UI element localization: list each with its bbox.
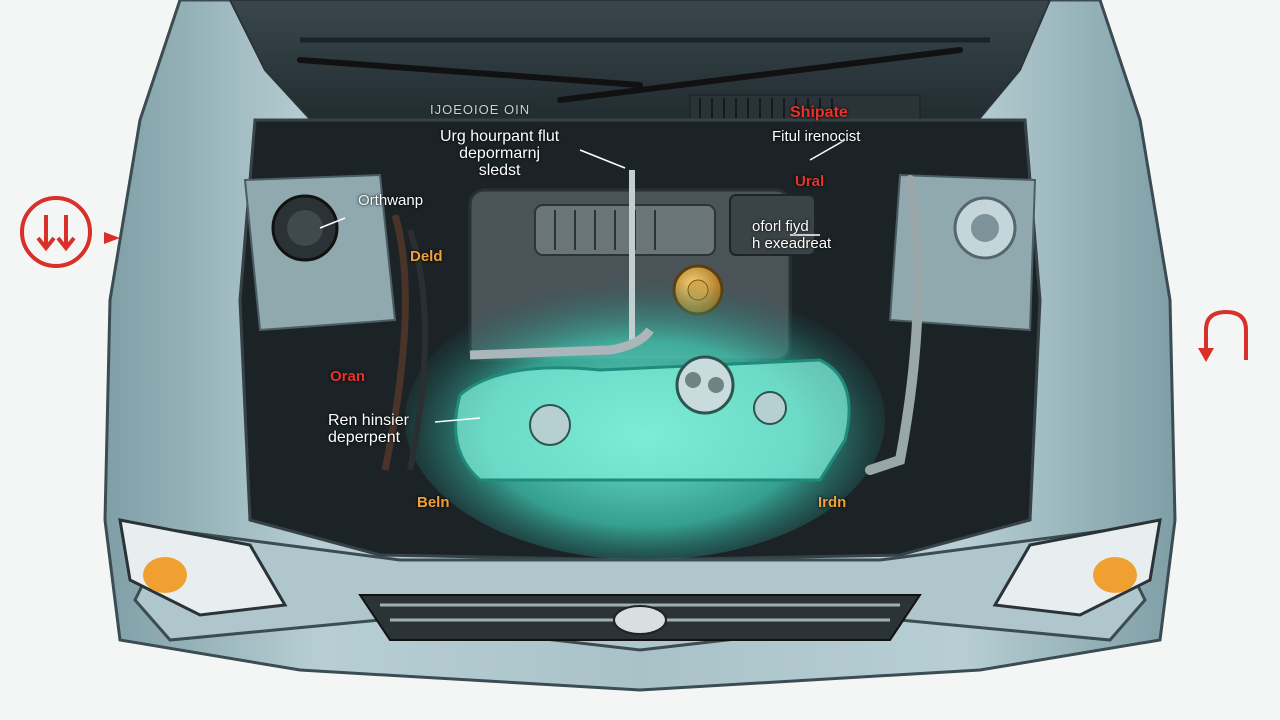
lower-pipe: [469, 327, 654, 360]
down-arrows-circle-icon: [20, 196, 120, 268]
coolant-port-left: [529, 404, 571, 446]
callout-header-center: Urg hourpant flut depormarnj sledst: [440, 128, 560, 179]
callout-bottom-right: Irdn: [818, 494, 847, 511]
coolant-port-center: [675, 355, 735, 415]
left-hoses: [381, 214, 409, 471]
intake-manifold: [534, 204, 716, 256]
callout-left-lower: Ren hinsier deperpent: [328, 412, 409, 446]
leader-lines: [319, 139, 846, 423]
coolant-port-right: [753, 391, 787, 425]
u-turn-arrow-icon: [1198, 309, 1248, 362]
callout-left-red: Oran: [330, 368, 366, 385]
hood-engraving: IJOEOIOE OIN: [430, 102, 531, 117]
right-pipe: [865, 175, 923, 475]
grille-emblem: [613, 605, 667, 635]
coolant-manifold: [454, 358, 851, 482]
callout-top-right-white: Fitul irenocist: [772, 128, 861, 145]
callout-mid-right-white: oforl fiyd h exeadreat: [752, 218, 832, 252]
callout-left-orange: Deld: [410, 248, 443, 265]
callout-top-right-red: Shipate: [790, 104, 848, 121]
callout-left-upper: Orthwanp: [358, 192, 424, 209]
cowl-vent: [689, 94, 921, 124]
callout-bottom-left: Beln: [417, 494, 450, 511]
wiper-right: [557, 47, 963, 103]
callout-mid-right-red: Ural: [795, 173, 825, 190]
wiper-left: [297, 57, 643, 88]
cowl-vent-slats: [699, 98, 833, 120]
air-filter-box: [729, 194, 816, 256]
